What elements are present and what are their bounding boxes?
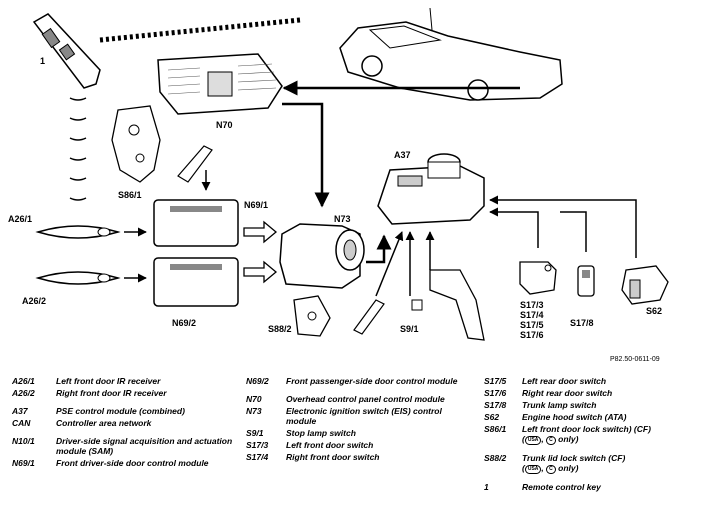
label-n73: N73 [334,214,351,224]
door-handle-left [35,225,121,239]
component-diagram: 1 N70 S86/1 [8,7,669,341]
door-control-module-driver [153,199,239,247]
label-s17-8: S17/8 [570,318,594,328]
label-a26-1: A26/1 [8,214,32,224]
usa-badge: USA [524,436,542,445]
label-s62: S62 [646,306,662,316]
arrow-switches-to-a37 [489,195,637,258]
arrow-n69-1-to-n73 [243,220,278,244]
hood-switch [621,265,669,305]
canada-badge: C [546,436,556,445]
pse-control-module [377,153,485,225]
label-s9-1: S9/1 [400,324,419,334]
remote-key [32,13,101,89]
label-s86-1: S86/1 [118,190,142,200]
label-n69-2: N69/2 [172,318,196,328]
arrow-n73-to-a37 [366,234,392,264]
label-n69-1: N69/1 [244,200,268,210]
trunk-lamp-switch [577,265,595,297]
label-s88-2: S88/2 [268,324,292,334]
canada-badge: C [546,465,556,474]
vehicle [339,7,563,101]
door-handle-right [35,271,121,285]
brake-pedal [411,269,485,341]
arrow-n69-2-to-n73 [243,260,278,284]
trunk-lock [293,295,331,337]
signal-zigzag [99,17,301,43]
door-lock [111,105,161,183]
trunk-key-icon [353,299,385,335]
figure-reference: P82.50-0611-09 [610,356,660,363]
arrow-s17-8-to-a37 [560,211,587,252]
label-s17-3: S17/3 [520,300,544,310]
label-s17-6: S17/6 [520,330,544,340]
door-control-module-passenger [153,257,239,307]
label-key: 1 [40,56,45,66]
ignition-switch [279,223,365,289]
usa-badge: USA [524,465,542,474]
label-s17-5: S17/5 [520,320,544,330]
arrow-s17-to-a37 [489,207,539,248]
label-n70: N70 [216,120,233,130]
key-icon [177,145,213,183]
door-switch [519,261,557,295]
arrow-n70-to-n73 [282,102,330,208]
label-a26-2: A26/2 [22,296,46,306]
label-s17-4: S17/4 [520,310,544,320]
arrow-s88-2-to-a37 [375,231,404,297]
overhead-control-panel [157,53,283,115]
label-a37: A37 [394,150,411,160]
ir-signal-waves [69,97,87,201]
